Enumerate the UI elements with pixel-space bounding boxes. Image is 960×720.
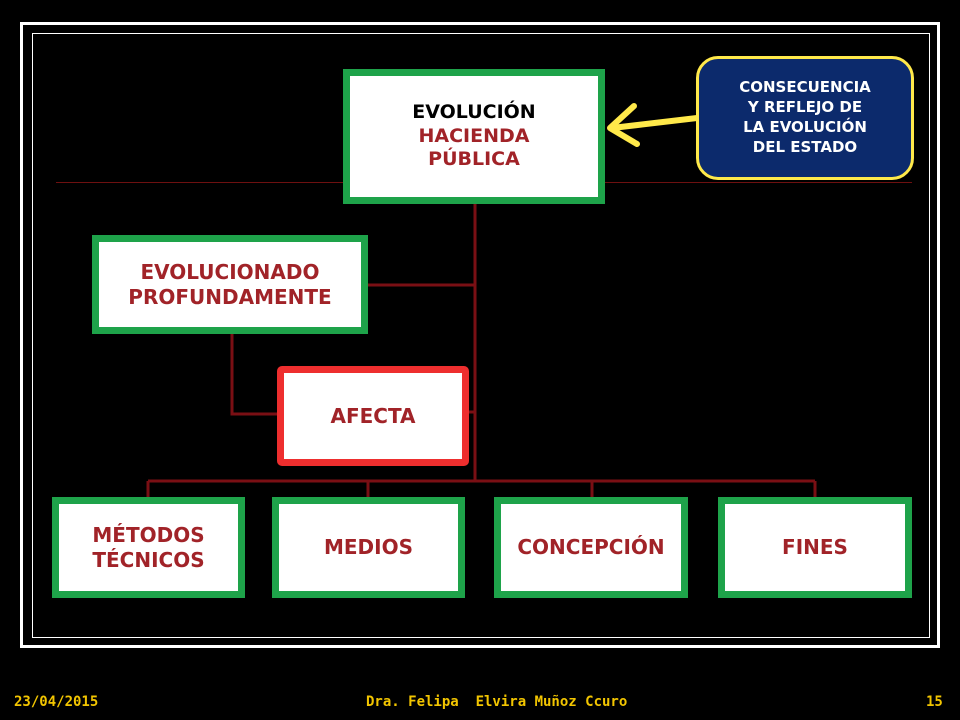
evolved-node-line2: PROFUNDAMENTE <box>128 284 332 309</box>
child-node-conception-label: CONCEPCIÓN <box>517 535 665 559</box>
evolved-node-line1: EVOLUCIONADO <box>140 259 320 284</box>
affects-node: AFECTA <box>277 366 469 466</box>
child-node-ends-label: FINES <box>782 535 848 559</box>
child-node-methods-line2: TÉCNICOS <box>92 547 205 572</box>
arrow-icon <box>607 103 700 147</box>
child-node-methods-line1: MÉTODOS <box>92 522 205 547</box>
child-node-means: MEDIOS <box>272 497 465 598</box>
footer-author: Dra. Felipa Elvira Muñoz Ccuro <box>366 694 628 710</box>
child-node-conception: CONCEPCIÓN <box>494 497 688 598</box>
affects-node-label: AFECTA <box>330 403 416 428</box>
root-node-line1: EVOLUCIÓN <box>412 100 536 123</box>
slide-frame-outer <box>20 22 940 648</box>
callout-note: CONSECUENCIA Y REFLEJO DE LA EVOLUCIÓN D… <box>696 56 914 180</box>
root-node: EVOLUCIÓN HACIENDA PÚBLICA <box>343 69 605 204</box>
footer-date: 23/04/2015 <box>14 694 99 710</box>
slide-frame-inner <box>32 33 930 638</box>
callout-line3: LA EVOLUCIÓN <box>743 118 867 136</box>
child-node-ends: FINES <box>718 497 912 598</box>
evolved-to-affects-line <box>230 333 279 416</box>
child-node-methods: MÉTODOS TÉCNICOS <box>52 497 245 598</box>
callout-line2: Y REFLEJO DE <box>747 98 863 117</box>
root-node-line3: PÚBLICA <box>428 148 520 171</box>
root-node-line2: HACIENDA <box>418 124 530 147</box>
footer-page-number: 15 <box>926 694 943 710</box>
callout-line4: DEL ESTADO <box>752 137 858 156</box>
evolved-node: EVOLUCIONADO PROFUNDAMENTE <box>92 235 368 334</box>
callout-line1: CONSECUENCIA <box>739 78 871 97</box>
child-node-means-label: MEDIOS <box>323 535 413 559</box>
